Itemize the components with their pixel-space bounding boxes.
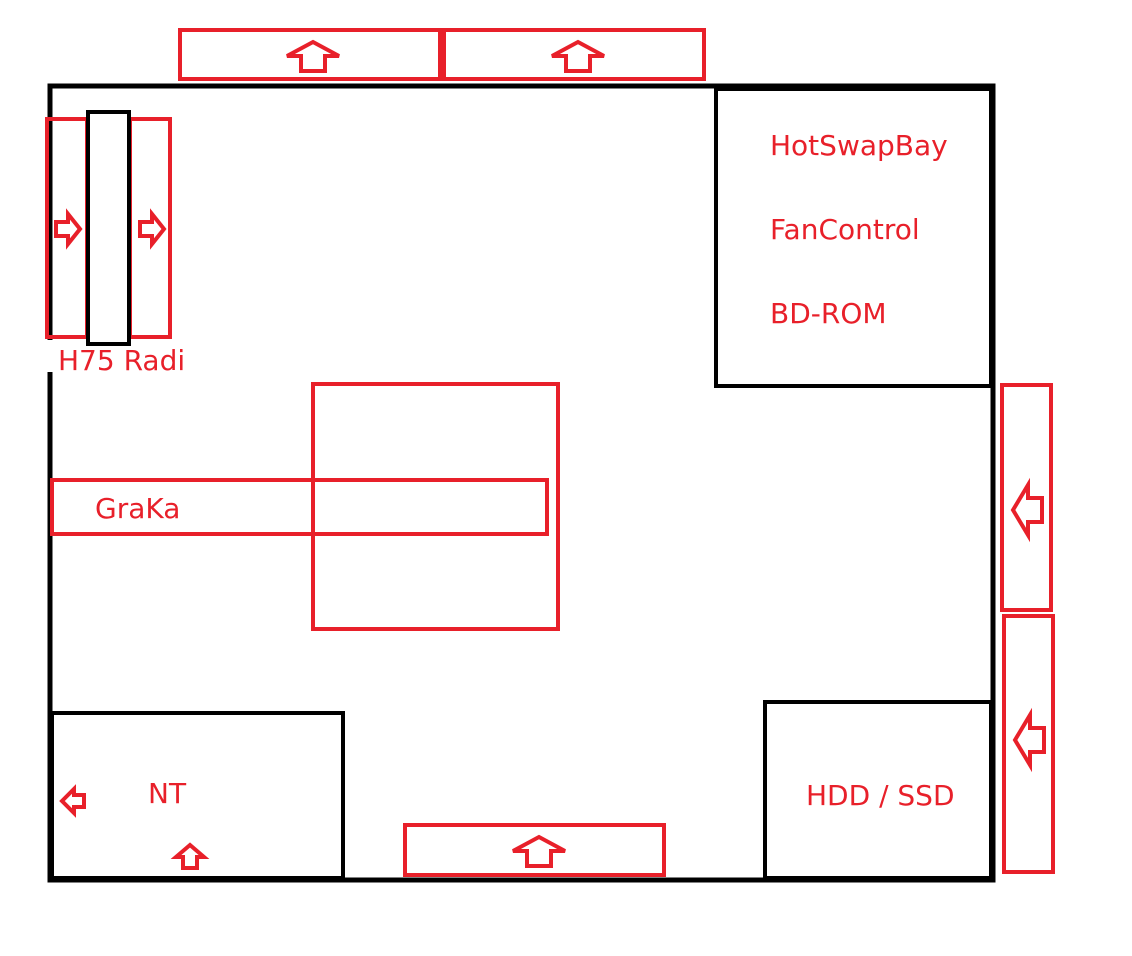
hot-swap-bay-label: HotSwapBay bbox=[770, 129, 948, 162]
top-fans bbox=[178, 28, 706, 81]
graphics-card-label: GraKa bbox=[95, 492, 180, 525]
drives-label: HDD / SSD bbox=[806, 779, 955, 812]
arrow-up-icon bbox=[170, 842, 210, 870]
front-fan-lower bbox=[1002, 614, 1055, 874]
bottom-fan bbox=[403, 823, 666, 877]
power-supply-label: NT bbox=[148, 777, 187, 810]
top-fan-right bbox=[442, 28, 706, 81]
drive-bay-box bbox=[714, 87, 993, 388]
graphics-card-box bbox=[50, 478, 549, 536]
radiator-assembly bbox=[45, 110, 172, 346]
arrow-up-icon bbox=[286, 39, 340, 73]
arrow-left-icon bbox=[1012, 707, 1046, 773]
radiator-core bbox=[86, 110, 131, 346]
arrow-left-icon bbox=[1010, 477, 1044, 543]
fan-control-label: FanControl bbox=[770, 213, 920, 246]
top-fan-left bbox=[178, 28, 442, 81]
arrow-right-icon bbox=[138, 208, 167, 250]
front-fan-upper bbox=[1000, 383, 1053, 612]
power-supply-box bbox=[50, 711, 345, 880]
arrow-up-icon bbox=[512, 834, 566, 868]
front-fans bbox=[1000, 383, 1055, 874]
drive-cage-box bbox=[763, 700, 993, 880]
radiator-label: H75 Radi bbox=[58, 344, 185, 377]
arrow-left-icon bbox=[59, 784, 86, 818]
arrow-right-icon bbox=[54, 208, 83, 250]
bd-rom-label: BD-ROM bbox=[770, 297, 887, 330]
cpu-area-box bbox=[311, 382, 560, 631]
arrow-up-icon bbox=[551, 39, 605, 73]
